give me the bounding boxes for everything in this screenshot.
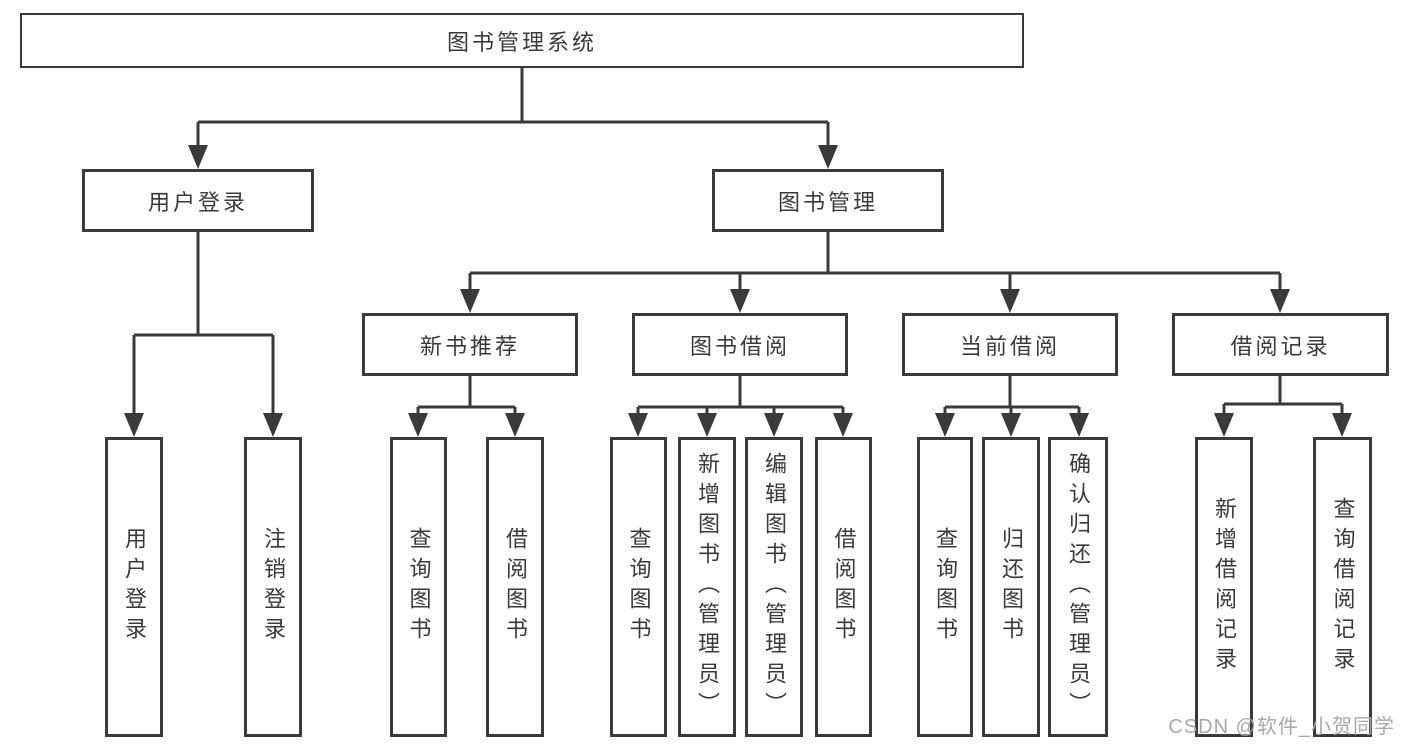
node-current-borrowing: 当前借阅 — [902, 313, 1118, 376]
node-logout: 注销登录 — [244, 437, 302, 737]
node-query-books-borrowing: 查询图书 — [610, 437, 667, 737]
node-label: 查询图书 — [626, 527, 652, 647]
connector-current-borrowing-branch — [943, 376, 1081, 414]
node-user-login: 用户登录 — [105, 437, 163, 737]
node-label: 用户登录 — [122, 527, 147, 647]
node-query-books-current: 查询图书 — [917, 437, 973, 737]
node-label: 查询图书 — [933, 527, 958, 647]
node-label: 归还图书 — [999, 527, 1024, 647]
node-query-books-recommend: 查询图书 — [390, 437, 447, 737]
node-label: 查询图书 — [406, 527, 432, 647]
node-return-books: 归还图书 — [982, 437, 1040, 737]
node-book-borrowing: 图书借阅 — [632, 313, 848, 376]
node-label: 新增图书（管理员） — [695, 452, 720, 722]
node-label: 注销登录 — [261, 527, 286, 647]
node-book-management-system: 图书管理系统 — [20, 13, 1024, 68]
csdn-watermark: CSDN @软件_小贺同学 — [1168, 716, 1395, 738]
connector-root — [196, 68, 830, 146]
node-label: 图书管理系统 — [446, 29, 597, 55]
node-label: 查询借阅记录 — [1330, 497, 1356, 677]
node-label: 借阅记录 — [1230, 333, 1331, 359]
node-book-management-module: 图书管理 — [712, 169, 944, 232]
node-user-login-module: 用户登录 — [82, 169, 314, 232]
connector-new-book-recommendation-branch — [416, 376, 517, 414]
connector-user-login-branch — [132, 232, 275, 414]
node-add-books-admin: 新增图书（管理员） — [678, 437, 736, 737]
node-borrow-books-recommend: 借阅图书 — [486, 437, 544, 737]
node-label: 新书推荐 — [419, 333, 520, 359]
node-label: 编辑图书（管理员） — [762, 452, 787, 722]
connector-book-management-branch — [468, 232, 1282, 290]
node-query-borrow-record: 查询借阅记录 — [1313, 437, 1372, 737]
node-confirm-return-admin: 确认归还（管理员） — [1048, 437, 1108, 737]
node-borrowing-records: 借阅记录 — [1172, 313, 1389, 376]
node-label: 确认归还（管理员） — [1066, 452, 1091, 722]
node-label: 借阅图书 — [831, 527, 857, 647]
node-label: 新增借阅记录 — [1212, 497, 1237, 677]
node-add-borrow-record: 新增借阅记录 — [1195, 437, 1253, 737]
arrowheads — [124, 145, 1352, 437]
node-label: 图书管理 — [777, 189, 878, 215]
connector-borrowing-records-branch — [1222, 376, 1344, 414]
node-label: 当前借阅 — [959, 333, 1060, 359]
node-edit-books-admin: 编辑图书（管理员） — [745, 437, 803, 737]
node-label: 借阅图书 — [503, 527, 528, 647]
node-borrow-books-borrowing: 借阅图书 — [815, 437, 872, 737]
node-label: 图书借阅 — [689, 333, 790, 359]
node-label: 用户登录 — [147, 189, 248, 215]
node-new-book-recommendation: 新书推荐 — [362, 313, 578, 376]
connector-book-borrowing-branch — [636, 376, 845, 414]
